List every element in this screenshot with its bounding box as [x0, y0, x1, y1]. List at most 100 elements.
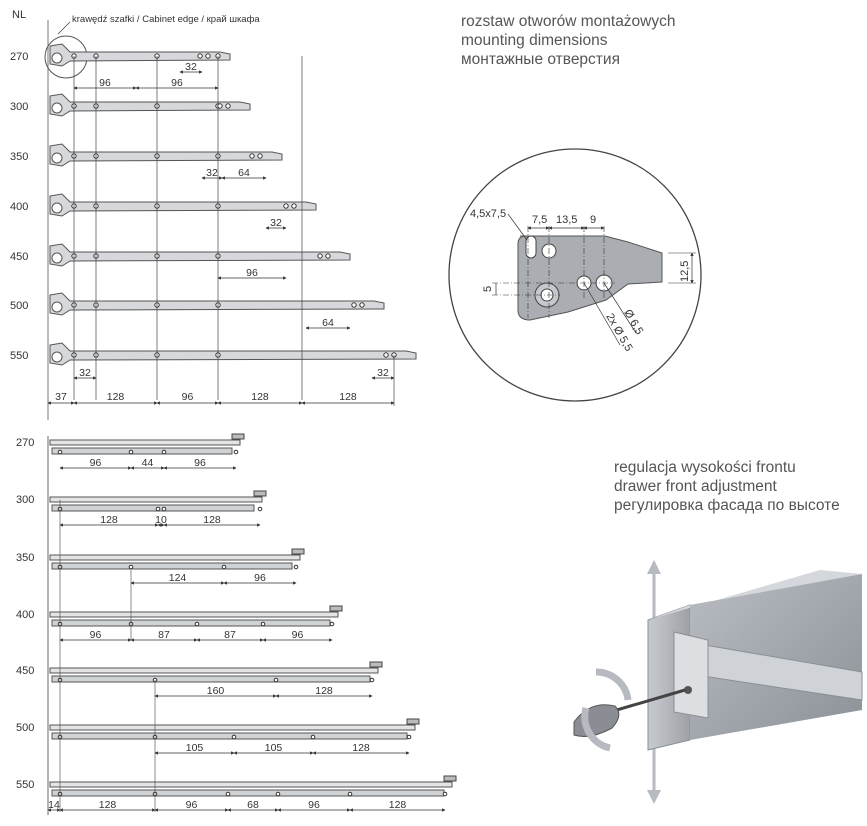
- rail-body: [49, 243, 351, 267]
- rail-body: [49, 93, 251, 117]
- bottom-rail-dimension-label: 160: [207, 685, 225, 697]
- leader-6-5: [603, 282, 637, 334]
- adjustment-illustration: [573, 560, 863, 804]
- rail-bottom-profile: [51, 619, 331, 627]
- roller-hole: [51, 301, 63, 313]
- rail-stopper: [443, 775, 457, 782]
- bottom-dimension-label: 128: [251, 391, 269, 403]
- mount-hole: [317, 253, 323, 259]
- roller-hole: [51, 52, 63, 64]
- top-rail-500: 500: [10, 292, 385, 316]
- drawer-front-adjustment-title: regulacja wysokości frontu drawer front …: [614, 458, 840, 515]
- mount-hole: [197, 53, 203, 59]
- top-rail-300: 300: [10, 93, 251, 117]
- bottom-rail-dimension-label: 128: [315, 685, 333, 697]
- mount-hole: [225, 103, 231, 109]
- mount-hole: [325, 253, 331, 259]
- bottom-rail-dimension-label: 96: [292, 629, 304, 641]
- row-dimension-label: 96: [246, 267, 258, 279]
- rail-bottom-profile: [51, 732, 408, 740]
- mount-hole: [383, 352, 389, 358]
- bottom-dimension-label: 37: [55, 391, 67, 403]
- nl-label: 350: [10, 151, 28, 163]
- mount-hole: [310, 734, 316, 740]
- nl-label: 400: [10, 201, 28, 213]
- top-rail-550: 550: [10, 342, 417, 366]
- row-dimension-label: 64: [322, 317, 334, 329]
- nl-label: 270: [10, 51, 28, 63]
- bottom-dimension-label: 96: [182, 391, 194, 403]
- nl-label: 270: [16, 437, 34, 449]
- top-rail-270: 270: [10, 43, 231, 67]
- adjust-title-en: drawer front adjustment: [614, 478, 777, 495]
- bottom-rail-dimension-label: 96: [186, 799, 198, 811]
- nl-label: 300: [16, 494, 34, 506]
- rail-body: [49, 43, 231, 67]
- mount-hole: [406, 734, 412, 740]
- bottom-rail-dimension-label: 128: [389, 799, 407, 811]
- top-rail-400: 400: [10, 193, 317, 217]
- rail-top-profile: [49, 554, 301, 561]
- mount-hole: [128, 564, 134, 570]
- leader-5-5: [583, 282, 621, 346]
- mount-hole: [194, 621, 200, 627]
- bottom-rail-450: 450 160 128: [16, 661, 383, 698]
- roller-hole: [51, 202, 63, 214]
- bottom-rail-dimension-label: 87: [224, 629, 236, 641]
- mount-hole: [128, 449, 134, 455]
- bottom-rail-dimension-label: 105: [186, 742, 204, 754]
- slot-hole: [525, 235, 537, 259]
- roller-hole: [51, 102, 63, 114]
- rail-bottom-profile: [51, 562, 293, 570]
- mount-hole: [205, 53, 211, 59]
- mount-hole: [257, 153, 263, 159]
- rail-stopper: [253, 490, 267, 497]
- roller-hole: [51, 252, 63, 264]
- rail-bottom-profile: [51, 675, 371, 683]
- bottom-rail-dimension-label: 128: [203, 514, 221, 526]
- adjust-title-ru: регулировка фасада по высоте: [614, 497, 840, 514]
- mount-hole: [275, 791, 281, 797]
- nl-label: 500: [16, 722, 34, 734]
- roller-hole: [51, 351, 63, 363]
- title-pl: rozstaw otworów montażowych: [461, 13, 676, 30]
- mount-hole: [161, 449, 167, 455]
- rail-top-profile: [49, 439, 241, 446]
- nl-label: 450: [16, 665, 34, 677]
- title-ru: монтажные отверстия: [461, 51, 620, 68]
- bottom-rail-dimension-label: 14: [48, 799, 60, 811]
- row-dimension-label: 96: [99, 77, 111, 89]
- row-dimension-label: 32: [377, 367, 389, 379]
- rail-top-profile: [49, 781, 453, 788]
- nl-label: 300: [10, 101, 28, 113]
- rotation-arrow-bottom: [581, 707, 611, 752]
- mount-hole: [347, 791, 353, 797]
- mount-hole: [329, 621, 335, 627]
- adjustment-screw-icon: [684, 686, 692, 694]
- mount-hole: [293, 564, 299, 570]
- mount-hole: [442, 791, 448, 797]
- rail-body: [49, 342, 417, 366]
- mount-hole: [233, 449, 239, 455]
- mount-hole: [249, 153, 255, 159]
- bottom-rail-dimension-label: 68: [247, 799, 259, 811]
- mount-hole: [291, 203, 297, 209]
- bottom-rail-dimension-label: 128: [99, 799, 117, 811]
- top-rail-350: 350: [10, 143, 283, 167]
- title-en: mounting dimensions: [461, 32, 608, 49]
- top-rail-450: 450: [10, 243, 351, 267]
- mount-hole: [221, 564, 227, 570]
- mount-hole: [369, 677, 375, 683]
- bottom-rail-dimension-label: 87: [158, 629, 170, 641]
- front-bracket: [673, 631, 709, 719]
- row-dimension-label: 64: [238, 167, 250, 179]
- rail-bottom-profile: [51, 447, 233, 455]
